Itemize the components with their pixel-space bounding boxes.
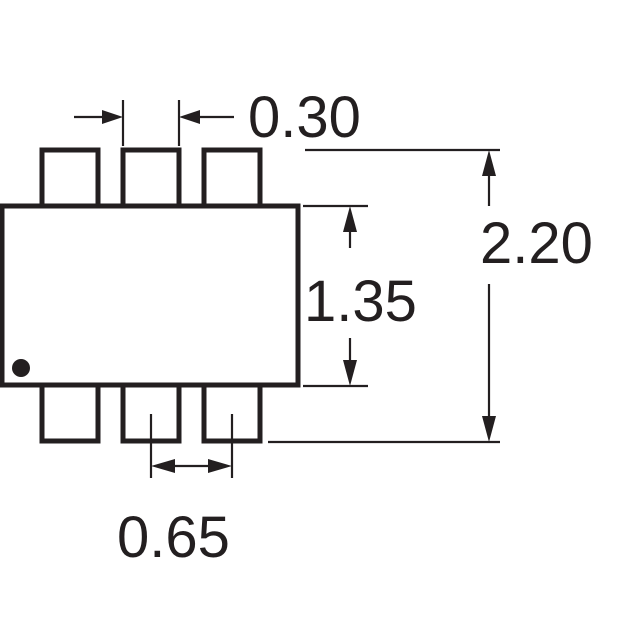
body-width-arrowhead-top xyxy=(343,206,357,232)
body-width-arrowhead-bottom xyxy=(343,360,357,386)
top-lead-3 xyxy=(201,147,263,209)
body-width-label: 1.35 xyxy=(304,269,417,334)
overall-width-arrowhead-top xyxy=(482,150,496,176)
lead-pitch-arrowhead-right xyxy=(208,459,232,473)
lead-pitch-arrowhead-left xyxy=(151,459,175,473)
top-lead-2 xyxy=(120,147,182,209)
package-body xyxy=(0,203,301,388)
top-leads xyxy=(39,147,263,209)
lead-pitch-label: 0.65 xyxy=(117,505,230,570)
lead-width-arrowhead-right xyxy=(179,110,200,124)
top-lead-1 xyxy=(39,147,101,209)
overall-width-arrowhead-bottom xyxy=(482,416,496,442)
bottom-lead-1 xyxy=(39,382,101,444)
lead-width-label: 0.30 xyxy=(248,85,361,150)
lead-width-dimension: 0.30 xyxy=(74,85,361,150)
pin1-dot-marker xyxy=(12,359,30,377)
body-width-dimension: 1.35 xyxy=(303,204,417,388)
overall-width-dimension: 2.20 xyxy=(268,148,593,444)
overall-width-label: 2.20 xyxy=(480,211,593,276)
lead-width-arrowhead-left xyxy=(102,110,123,124)
lead-pitch-dimension: 0.65 xyxy=(117,414,234,570)
